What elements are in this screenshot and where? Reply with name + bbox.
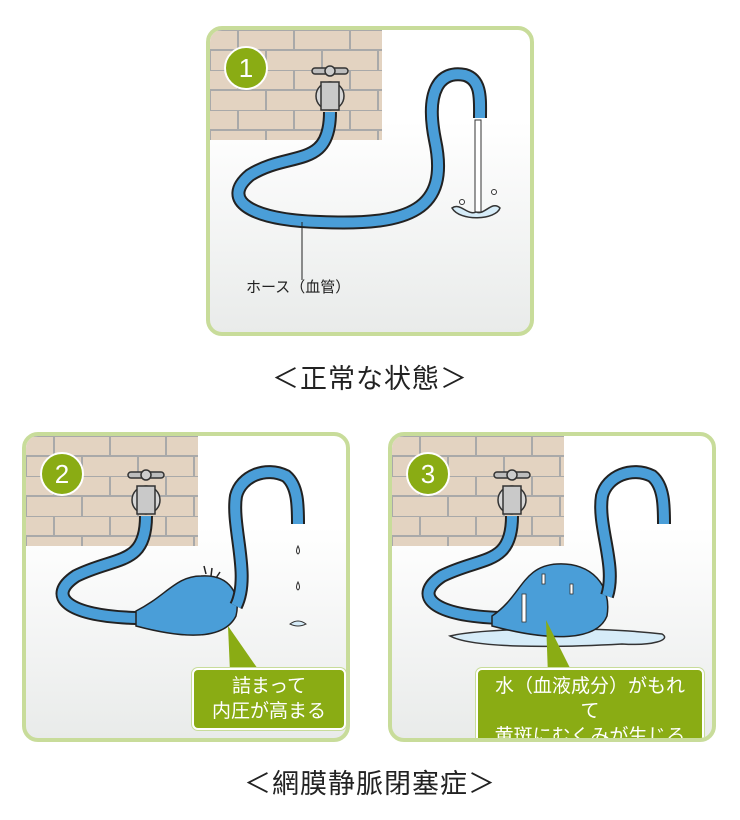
step-badge-3: 3 — [406, 452, 450, 496]
step-badge-2: 2 — [40, 452, 84, 496]
faucet-icon — [127, 469, 165, 515]
callout-leaking: 水（血液成分）がもれて 黄斑にむくみが生じる — [476, 668, 704, 742]
caption-normal-state: ＜正常な状態＞ — [272, 364, 468, 395]
faucet-icon — [493, 469, 531, 515]
callout-pointer — [228, 626, 260, 672]
step-badge-1: 1 — [224, 46, 268, 90]
caption-retinal-vein-occlusion: ＜網膜静脈閉塞症＞ — [244, 769, 496, 800]
panel-clogged: 2 詰まって 内圧が高まる — [22, 432, 350, 742]
panel-normal: 1 ホース（血管） — [206, 26, 534, 336]
callout-line-1: 詰まって — [231, 675, 307, 697]
callout-line-1: 水（血液成分）がもれて — [494, 675, 685, 722]
callout-pointer — [546, 620, 574, 676]
callout-line-2: 内圧が高まる — [211, 700, 326, 722]
clogged-hose-illustration — [26, 436, 307, 636]
faucet-icon — [311, 65, 349, 111]
callout-line-2: 黄斑にむくみが生じる — [494, 725, 686, 742]
normal-hose-illustration — [210, 30, 501, 280]
panel-leaking: 3 水（血液成分）がもれて 黄斑にむくみが生じる — [388, 432, 716, 742]
hose-label: ホース（血管） — [246, 278, 351, 296]
callout-clogged: 詰まって 内圧が高まる — [192, 668, 346, 730]
